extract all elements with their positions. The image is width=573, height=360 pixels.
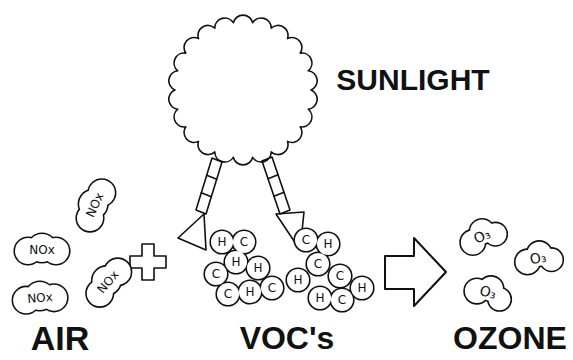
molecules bbox=[13, 180, 562, 313]
sun-ray bbox=[262, 157, 290, 214]
molecule-outline bbox=[287, 269, 309, 291]
molecule-outline bbox=[205, 263, 227, 285]
molecule-outline bbox=[309, 287, 331, 309]
molecule-outline bbox=[309, 287, 331, 309]
heading-label: AIR bbox=[31, 321, 90, 355]
molecule-outline bbox=[247, 257, 269, 279]
molecule-outline bbox=[287, 269, 309, 291]
sun-outline bbox=[169, 15, 317, 165]
plus-sign bbox=[130, 244, 166, 280]
molecule-label: O₃ bbox=[529, 250, 548, 267]
heading-label: SUNLIGHT bbox=[336, 65, 489, 95]
molecule-outline bbox=[233, 231, 255, 253]
heading-label: OZONE bbox=[453, 322, 567, 354]
atom-label: C bbox=[224, 288, 232, 300]
atom-label: C bbox=[314, 258, 322, 270]
ray-rung bbox=[268, 175, 278, 179]
sun-ray bbox=[196, 158, 222, 214]
molecule-outline bbox=[225, 251, 247, 273]
molecule-label: O₃ bbox=[478, 283, 498, 301]
molecule-outline bbox=[351, 277, 373, 299]
molecule-outline bbox=[233, 231, 255, 253]
molecule-outline bbox=[317, 233, 339, 255]
molecule-outline bbox=[217, 283, 239, 305]
atom-label: C bbox=[268, 282, 276, 294]
molecule-outline bbox=[239, 281, 261, 303]
atom-label: C bbox=[240, 236, 248, 248]
molecule-outline bbox=[217, 283, 239, 305]
atom-label: H bbox=[231, 256, 240, 268]
molecule-label: NOx bbox=[27, 291, 53, 305]
molecule-outline bbox=[261, 277, 283, 299]
molecule-outline bbox=[307, 253, 329, 275]
ray-rung bbox=[201, 193, 211, 197]
atom-label: H bbox=[357, 282, 366, 294]
molecule-outline bbox=[247, 257, 269, 279]
molecule-outline bbox=[331, 289, 353, 311]
molecule-outline bbox=[331, 289, 353, 311]
atom-label: C bbox=[212, 268, 220, 280]
atom-label: H bbox=[315, 292, 324, 304]
molecule-outline bbox=[351, 277, 373, 299]
atom-label: H bbox=[323, 238, 332, 250]
molecule-outline bbox=[225, 251, 247, 273]
molecule-outline bbox=[211, 231, 233, 253]
molecule-outline bbox=[205, 263, 227, 285]
ray-rung bbox=[274, 192, 284, 196]
atom-label: H bbox=[253, 262, 262, 274]
molecule-outline bbox=[211, 231, 233, 253]
atom-label: C bbox=[338, 294, 346, 306]
molecule-outline bbox=[295, 229, 317, 251]
heading-label: VOC's bbox=[240, 322, 335, 354]
molecule-outline bbox=[329, 265, 351, 287]
atom-label: C bbox=[336, 270, 344, 282]
ray-rung bbox=[207, 175, 217, 179]
molecule-outline bbox=[307, 253, 329, 275]
molecule-label: NOx bbox=[29, 244, 55, 256]
molecule-outline bbox=[295, 229, 317, 251]
block-arrow bbox=[385, 238, 446, 306]
molecule-outline bbox=[261, 277, 283, 299]
atom-label: C bbox=[302, 234, 310, 246]
molecule-outline bbox=[317, 233, 339, 255]
atom-label: H bbox=[293, 274, 302, 286]
molecule-outline bbox=[329, 265, 351, 287]
ray-triangle bbox=[178, 214, 206, 250]
atom-label: H bbox=[217, 236, 226, 248]
molecule-outline bbox=[239, 281, 261, 303]
atom-label: H bbox=[245, 286, 254, 298]
